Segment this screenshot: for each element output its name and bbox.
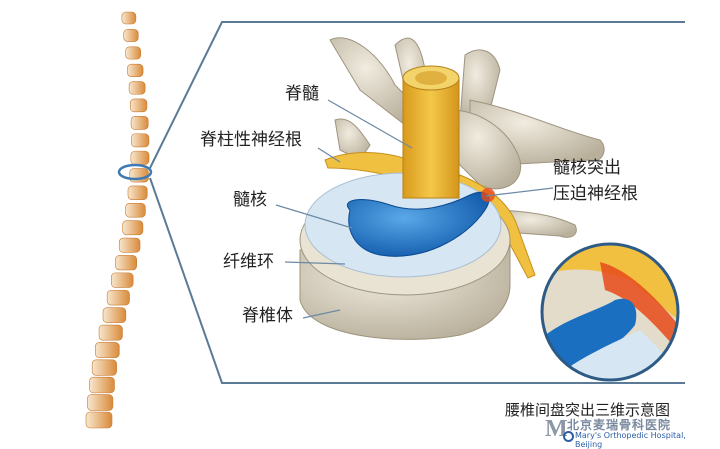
intervertebral-disc [304, 172, 502, 278]
vertebra [111, 272, 134, 288]
vertebra [128, 81, 146, 95]
label-nucleus-pulposus: 髓核 [233, 190, 267, 210]
logo-mark: M [545, 416, 568, 442]
vertebra [98, 324, 123, 341]
vertebra [125, 203, 146, 218]
vertebra [89, 376, 115, 394]
vertebra [130, 98, 148, 113]
vertebra [87, 394, 114, 411]
vertebra [85, 411, 113, 429]
hospital-logo: M 北京麦瑞骨科医院 Mary's Orthopedic Hospital, B… [545, 416, 715, 449]
vertebra [115, 255, 137, 271]
vertebra [130, 116, 149, 130]
callout-frame [149, 21, 685, 169]
vertebra [95, 342, 120, 359]
vertebra [123, 29, 139, 42]
vertebra [91, 359, 117, 376]
logo-name-en: Mary's Orthopedic Hospital, Beijing [575, 431, 686, 449]
spine-column [85, 11, 150, 429]
vertebra [130, 150, 150, 165]
vertebra [122, 220, 144, 236]
vertebra [125, 46, 141, 60]
vertebra [121, 11, 137, 25]
vertebra [102, 307, 127, 323]
vertebra [127, 63, 144, 77]
label-vertebral-body: 脊椎体 [242, 306, 293, 326]
highlight-ring [117, 163, 153, 181]
logo-circle-icon [563, 431, 574, 442]
leader-lines [275, 99, 554, 319]
vertebra [106, 289, 130, 306]
spinal-cord [402, 65, 460, 199]
vertebra-processes [329, 37, 605, 238]
label-spinal-nerve-root: 脊柱性神经根 [200, 130, 302, 150]
vertebra [118, 237, 141, 253]
vertebra [130, 133, 150, 148]
label-nerve-compression: 压迫神经根 [553, 184, 638, 204]
vertebra [127, 185, 148, 200]
label-herniation: 髓核突出 [553, 158, 621, 178]
caption: 腰椎间盘突出三维示意图 [505, 401, 671, 419]
compression-site [481, 188, 495, 202]
logo-name-cn: 北京麦瑞骨科医院 [567, 418, 672, 432]
label-spinal-cord: 脊髓 [285, 84, 319, 104]
label-annulus-fibrosus: 纤维环 [223, 252, 274, 272]
callout-frame-bottom [149, 177, 685, 384]
